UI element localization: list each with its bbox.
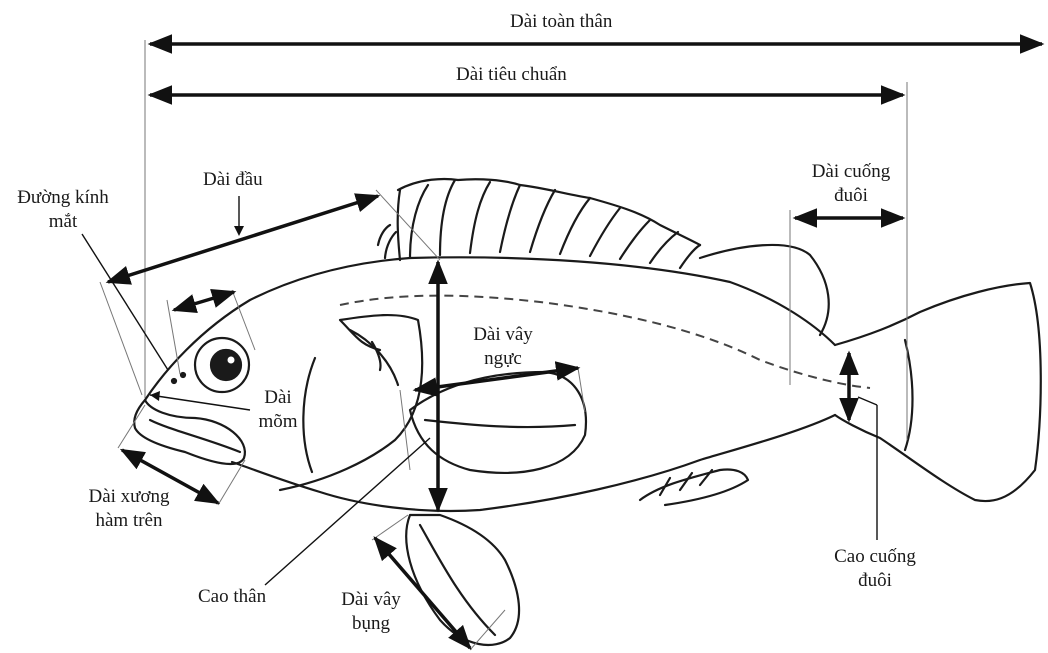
label-total-length: Dài toàn thân	[510, 10, 612, 34]
label-pelvic-fin-length: Dài vây bụng	[326, 588, 416, 636]
caudal-fin	[835, 283, 1041, 501]
eye-diameter-arrow	[174, 292, 234, 310]
label-eye-diameter: Đường kính mắt	[4, 186, 122, 234]
ventral-outline	[232, 415, 835, 511]
dorsal-fin-soft	[700, 245, 829, 335]
label-peduncle-length: Dài cuống đuôi	[796, 160, 906, 208]
label-body-depth: Cao thân	[198, 585, 266, 609]
label-maxilla-length: Dài xương hàm trên	[64, 485, 194, 533]
pelvic-fin	[406, 515, 519, 645]
label-snout-length: Dài mõm	[250, 386, 306, 434]
label-peduncle-depth: Cao cuống đuôi	[815, 545, 935, 593]
label-head-length: Dài đầu	[203, 168, 263, 192]
label-standard-length: Dài tiêu chuẩn	[456, 63, 567, 87]
dorsal-fin-spiny	[398, 180, 700, 268]
label-pectoral-fin-length: Dài vây ngực	[460, 323, 546, 371]
lower-jaw	[134, 400, 245, 464]
